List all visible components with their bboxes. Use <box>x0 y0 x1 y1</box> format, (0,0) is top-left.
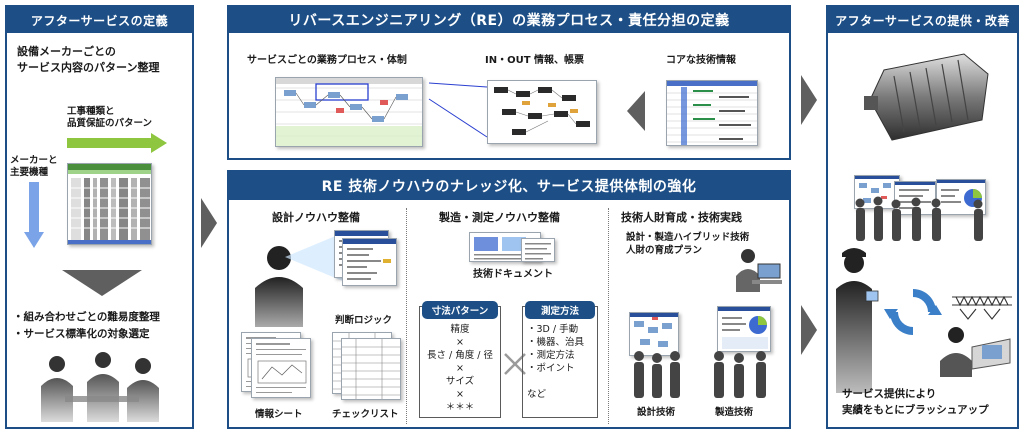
info-sheet-caption: 情報シート <box>255 409 303 420</box>
dim-line: 長さ / 角度 / 径 <box>427 350 493 361</box>
meas-line: ・測定方法 <box>527 350 575 361</box>
dim-line: サイズ <box>445 376 475 387</box>
blue-down-arrow-icon <box>24 182 44 248</box>
industrial-machine-icon <box>864 53 989 141</box>
section-divider-1 <box>406 208 407 424</box>
measure-method-list: ・3D / 手動 ・機器、治具 ・測定方法 ・ポイント など <box>527 323 584 401</box>
meas-line: ・ポイント <box>527 363 575 374</box>
vertical-arrow-label-2: 主要機種 <box>10 167 49 178</box>
engineer-with-tablet-icon <box>836 248 879 393</box>
section-divider-2 <box>608 208 609 424</box>
meas-etc: など <box>527 389 547 400</box>
re-knowhow-knowledge-panel: RE 技術ノウハウのナレッジ化、サービス提供体制の強化 設計ノウハウ整備 判断ロ… <box>227 170 791 429</box>
measure-method-tag: 測定方法 <box>525 301 595 319</box>
hybrid-skill-line-2: 人財の育成プラン <box>626 245 703 256</box>
core-tech-info-caption: コアな技術情報 <box>666 55 736 66</box>
chevron-left-icon <box>627 91 645 131</box>
after-service-definition-panel: アフターサービスの定義 設備メーカーごとの サービス内容のパターン整理 工事種類… <box>5 5 194 429</box>
design-team-people-icon <box>634 351 680 398</box>
mfg-team-people-icon <box>714 351 766 398</box>
right-panel-title: アフターサービスの提供・改善 <box>828 7 1017 33</box>
in-out-info-caption: IN・OUT 情報、帳票 <box>485 55 585 66</box>
judgement-logic-caption: 判断ロジック <box>335 315 393 326</box>
right-footer-line-2: 実績をもとにブラッシュアップ <box>842 404 989 416</box>
design-tech-caption: 設計技術 <box>637 407 676 418</box>
reverse-engineering-process-panel: リバースエンジニアリング（RE）の業務プロセス・責任分担の定義 サービスごとの業… <box>227 5 791 160</box>
business-process-flow-thumbnail <box>275 77 423 147</box>
tech-document-caption: 技術ドキュメント <box>473 269 553 280</box>
mfg-tech-caption: 製造技術 <box>715 407 754 418</box>
refresh-cycle-icon <box>884 289 942 335</box>
after-service-delivery-panel: アフターサービスの提供・改善 <box>826 5 1019 429</box>
chevron-right-icon <box>801 305 817 355</box>
mid-top-title: リバースエンジニアリング（RE）の業務プロセス・責任分担の定義 <box>229 7 789 33</box>
grey-down-triangle-icon <box>62 270 142 296</box>
left-panel-title: アフターサービスの定義 <box>7 7 192 33</box>
chevron-right-icon <box>801 75 817 125</box>
checklist-thumbnail-2 <box>341 338 401 400</box>
design-knowhow-title: 設計ノウハウ整備 <box>272 211 360 224</box>
meeting-people-icon <box>41 352 159 422</box>
zoom-connector-lines <box>428 82 488 138</box>
left-heading-line-2: サービス内容のパターン整理 <box>17 61 160 74</box>
dim-line: × <box>456 363 464 374</box>
left-bullet-2: ・サービス標準化の対象選定 <box>13 328 150 340</box>
right-footer-line-1: サービス提供により <box>842 388 937 400</box>
judgement-logic-thumbnail-2 <box>342 238 397 286</box>
component-schematic-icon <box>952 295 1012 320</box>
operator-at-console-icon <box>940 327 1011 377</box>
hybrid-skill-line-1: 設計・製造ハイブリッド技術 <box>626 232 750 243</box>
green-right-arrow-icon <box>67 133 167 153</box>
dim-line: 精度 <box>450 324 470 335</box>
mfg-tech-screen-thumbnail <box>717 306 771 352</box>
tech-document-thumbnail <box>469 232 541 262</box>
multiply-cross-icon <box>504 353 526 375</box>
meas-line: ・3D / 手動 <box>527 324 579 335</box>
design-tech-screen-thumbnail <box>629 312 679 356</box>
info-sheet-thumbnail-2 <box>251 338 311 398</box>
vertical-arrow-label-1: メーカーと <box>10 155 58 166</box>
meas-line: ・機器、治具 <box>527 337 585 348</box>
horizontal-arrow-label-2: 品質保証のパターン <box>67 118 153 129</box>
left-bullet-1: ・組み合わせごとの難易度整理 <box>13 311 160 323</box>
mfg-measure-knowhow-title: 製造・測定ノウハウ整備 <box>439 211 560 224</box>
checklist-caption: チェックリスト <box>332 409 399 420</box>
core-tech-info-thumbnail <box>666 80 758 146</box>
review-screen-thumbnail-3 <box>936 179 986 215</box>
review-team-people-icon <box>855 196 983 241</box>
tech-document-thumbnail-2 <box>521 238 555 262</box>
pattern-matrix-thumbnail <box>67 163 152 245</box>
idea-beam <box>285 232 345 282</box>
dim-line: ＊＊＊ <box>445 402 475 413</box>
in-out-forms-thumbnail <box>487 80 597 144</box>
business-process-caption: サービスごとの業務プロセス・体制 <box>247 55 407 66</box>
left-heading-line-1: 設備メーカーごとの <box>17 45 116 58</box>
horizontal-arrow-label-1: 工事種類と <box>67 106 115 117</box>
worker-at-desk-icon <box>736 249 782 292</box>
dimension-pattern-tag: 寸法パターン <box>422 301 498 319</box>
dim-line: × <box>456 337 464 348</box>
tech-talent-title: 技術人財育成・技術実践 <box>621 211 742 224</box>
dimension-pattern-list: 精度 × 長さ / 角度 / 径 × サイズ × ＊＊＊ <box>419 323 501 414</box>
dim-line: × <box>456 389 464 400</box>
mid-bottom-title: RE 技術ノウハウのナレッジ化、サービス提供体制の強化 <box>229 172 789 200</box>
thinking-person-icon <box>255 246 303 327</box>
chevron-right-icon <box>201 198 217 248</box>
